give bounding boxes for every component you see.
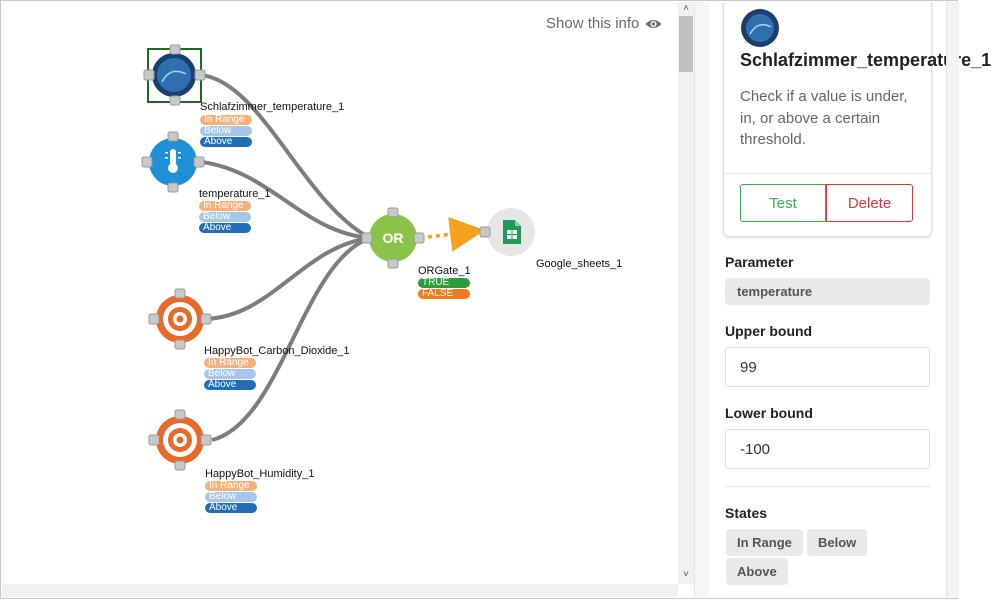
upper-bound-input[interactable] bbox=[725, 347, 930, 387]
state-pill-below: Below bbox=[205, 492, 257, 502]
state-chip-in-range: In Range bbox=[726, 529, 803, 556]
parameter-label: Parameter bbox=[725, 254, 794, 270]
state-pill-above: Above bbox=[200, 137, 252, 147]
card-title: Schlafzimmer_temperature_1 bbox=[740, 50, 991, 70]
state-pill-above: Above bbox=[199, 223, 251, 233]
state-pill-below: Below bbox=[200, 126, 252, 136]
show-info-label: Show this info bbox=[546, 15, 640, 32]
scrollbar-thumb[interactable] bbox=[679, 16, 693, 72]
flow-canvas[interactable]: OR Show this info Schlafzimmer_temperatu… bbox=[2, 2, 678, 584]
lower-bound-label: Lower bound bbox=[725, 405, 813, 421]
eye-icon bbox=[645, 19, 662, 28]
panel-divider bbox=[694, 2, 709, 597]
state-chip-below: Below bbox=[807, 529, 868, 556]
card-divider bbox=[724, 173, 931, 174]
weather-app-icon bbox=[741, 9, 779, 47]
state-pill-above: Above bbox=[205, 503, 257, 513]
node-label-or-gate: ORGate_1 bbox=[418, 265, 471, 277]
edge-n3-gate[interactable] bbox=[204, 236, 371, 321]
state-pill-in-range: In Range bbox=[199, 201, 251, 211]
show-info-toggle[interactable]: Show this info bbox=[546, 15, 662, 32]
node-carbon-dioxide[interactable] bbox=[148, 288, 212, 350]
node-schlafzimmer-temperature[interactable] bbox=[143, 44, 206, 106]
edge-n4-gate[interactable] bbox=[211, 236, 371, 442]
section-divider bbox=[725, 486, 930, 487]
flow-graph: OR bbox=[141, 44, 535, 471]
upper-bound-label: Upper bound bbox=[725, 323, 813, 339]
node-label-temperature: temperature_1 bbox=[199, 188, 271, 200]
delete-button[interactable]: Delete bbox=[826, 184, 913, 222]
scroll-up-icon[interactable]: ˄ bbox=[683, 3, 689, 14]
node-humidity[interactable] bbox=[148, 409, 212, 471]
node-temperature[interactable] bbox=[141, 131, 205, 193]
lower-bound-input[interactable] bbox=[725, 429, 930, 469]
canvas-horizontal-scrollbar[interactable] bbox=[2, 584, 678, 597]
card-description: Check if a value is under, in, or above … bbox=[740, 88, 908, 148]
node-or-gate[interactable]: OR bbox=[361, 207, 425, 269]
state-pill-false: FALSE bbox=[418, 289, 470, 299]
panel-scrollbar[interactable] bbox=[946, 2, 959, 597]
state-pill-in-range: In Range bbox=[200, 115, 252, 125]
state-chip-above: Above bbox=[726, 558, 788, 585]
node-google-sheets[interactable] bbox=[479, 208, 535, 256]
node-label-carbon-dioxide: HappyBot_Carbon_Dioxide_1 bbox=[204, 345, 350, 357]
state-pill-below: Below bbox=[204, 369, 256, 379]
edge-gate-sheets[interactable] bbox=[419, 216, 485, 252]
state-pill-below: Below bbox=[199, 212, 251, 222]
states-label: States bbox=[725, 505, 768, 521]
state-pill-true: TRUE bbox=[418, 278, 470, 288]
state-pill-in-range: In Range bbox=[204, 358, 256, 368]
canvas-vertical-scrollbar[interactable]: ˄ ˅ bbox=[678, 2, 694, 584]
state-pill-above: Above bbox=[204, 380, 256, 390]
test-button[interactable]: Test bbox=[740, 184, 826, 222]
node-label-google-sheets: Google_sheets_1 bbox=[536, 258, 623, 270]
node-label-schlafzimmer: Schlafzimmer_temperature_1 bbox=[200, 101, 345, 113]
edge-n2-gate[interactable] bbox=[201, 160, 371, 240]
or-gate-text: OR bbox=[383, 230, 404, 246]
node-info-card: Schlafzimmer_temperature_1 Check if a va… bbox=[723, 2, 991, 237]
node-label-humidity: HappyBot_Humidity_1 bbox=[205, 468, 315, 480]
state-pill-in-range: In Range bbox=[205, 481, 257, 491]
parameter-value: temperature bbox=[725, 278, 930, 305]
scroll-down-icon[interactable]: ˅ bbox=[683, 569, 689, 580]
node-details-panel: Schlafzimmer_temperature_1 Check if a va… bbox=[709, 2, 991, 597]
edge-n1-gate[interactable] bbox=[200, 73, 371, 240]
